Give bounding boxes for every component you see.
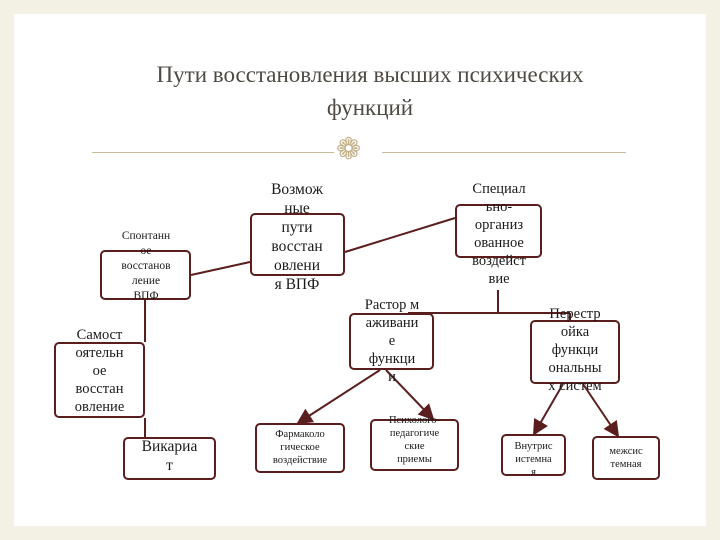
label-intersystem: межсис темная xyxy=(609,446,643,470)
box-independent xyxy=(54,342,145,418)
slide-title: Пути восстановления высших психических ф… xyxy=(156,62,584,120)
box-pharmacological xyxy=(255,423,345,473)
link-main-special xyxy=(344,217,456,253)
label-special: Специал ьно- организ ованное воздейст ви… xyxy=(472,181,526,287)
box-main xyxy=(250,213,345,276)
label-disinhibition: Растор м аживани е функци и xyxy=(364,297,420,385)
swirl-ornament-icon: ❁ xyxy=(336,132,362,167)
label-intrasystem: Внутрис истемна я xyxy=(514,441,553,478)
link-disinhibition-psycho xyxy=(385,369,435,421)
box-intrasystem xyxy=(501,434,566,476)
box-special xyxy=(455,204,542,258)
label-pharmacological: Фармаколо гическое воздействие xyxy=(272,429,328,466)
label-independent: Самост оятельн ое восстан овление xyxy=(74,327,125,415)
box-intersystem xyxy=(592,436,660,480)
link-main-spontaneous xyxy=(190,261,251,276)
title-rule-left xyxy=(92,152,334,153)
title-rule-right xyxy=(382,152,626,153)
link-restructuring-intra xyxy=(532,383,564,436)
box-disinhibition xyxy=(349,313,434,370)
link-disinhibition-pharma xyxy=(296,369,381,425)
box-spontaneous xyxy=(100,250,191,300)
box-restructuring xyxy=(530,320,620,384)
label-psychopedagogical: Психолого- педагогиче ские приемы xyxy=(388,415,441,465)
box-psychopedagogical xyxy=(370,419,459,471)
label-restructuring: Перестр ойка функци ональны х систем xyxy=(548,306,602,394)
box-vicariate xyxy=(123,437,216,480)
label-vicariate: Викариа т xyxy=(141,438,198,474)
link-restructuring-inter xyxy=(582,383,620,438)
label-main: Возмож ные пути восстан овлени я ВПФ xyxy=(271,181,323,293)
label-spontaneous: Спонтанн ое восстанов ление ВПФ xyxy=(121,230,171,302)
